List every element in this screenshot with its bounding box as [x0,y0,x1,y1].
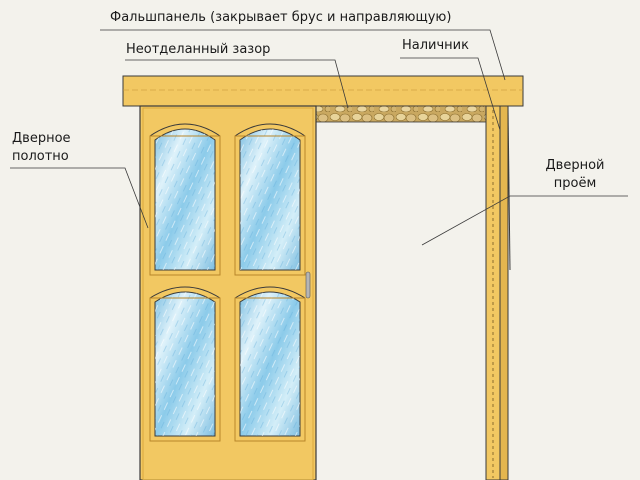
leader-casing [400,57,501,131]
casing [485,105,511,480]
glass-pane [234,286,306,442]
leader-lines [10,29,628,246]
label-false-panel: Фальшпанель (закрывает брус и направляющ… [110,10,452,25]
leader-false-panel [100,29,506,81]
label-door-leaf-line2: полотно [12,149,69,164]
leader-doorway [421,195,628,246]
door-leaf [139,105,317,480]
label-doorway-line1: Дверной [545,158,605,173]
label-doorway-line2: проём [553,176,597,191]
glass-pane [234,123,306,276]
leader-unfinished-gap [125,59,349,109]
leader-door-leaf [10,167,149,229]
unfinished-gap [315,105,495,123]
door-handle [305,271,311,299]
label-door-leaf-line1: Дверное [12,131,71,146]
glass-pane [149,286,221,442]
false-panel [122,75,524,107]
glass-pane [149,123,221,276]
label-unfinished-gap: Неотделанный зазор [126,42,271,57]
label-casing: Наличник [402,38,469,53]
